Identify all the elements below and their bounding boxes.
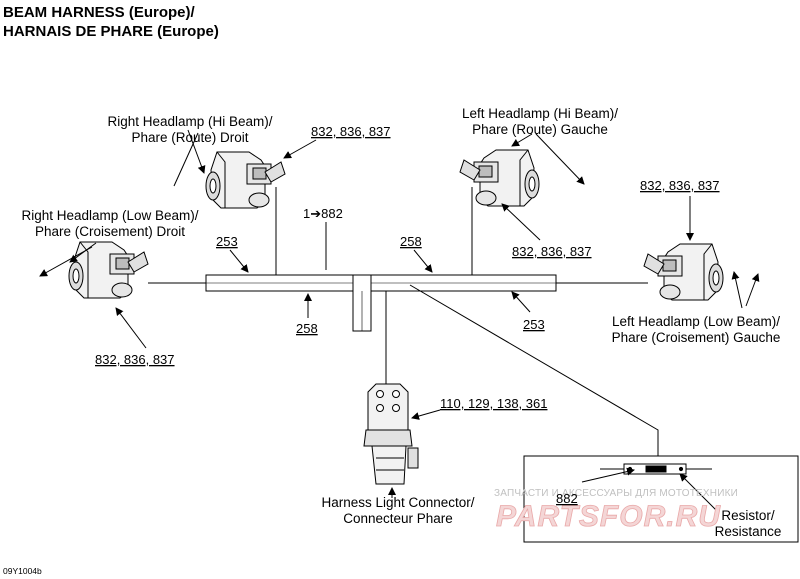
left-low-beam-label-line2: Phare (Croisement) Gauche	[612, 330, 781, 345]
right-low-beam-label-line1: Right Headlamp (Low Beam)/	[21, 208, 198, 223]
watermark-logo: PARTSFOR.RU	[496, 500, 721, 533]
left-hi-beam-parts: 832, 836, 837	[512, 244, 592, 259]
harness-ref-253-right: 253	[523, 317, 545, 332]
headlamp-icon	[68, 241, 149, 299]
diagram-title-line2: HARNAIS DE PHARE (Europe)	[3, 23, 219, 40]
harness-main-ref: 1➔882	[303, 206, 343, 221]
harness-ref-258-bottom: 258	[296, 321, 318, 336]
connector-label-line1: Harness Light Connector/	[321, 495, 474, 510]
right-hi-beam-label-line1: Right Headlamp (Hi Beam)/	[107, 114, 272, 129]
right-low-beam-label-line2: Phare (Croisement) Droit	[35, 224, 185, 239]
left-hi-beam-label-line2: Phare (Route) Gauche	[472, 122, 608, 137]
figure-code: 09Y1004b	[3, 566, 42, 576]
connector-plug-icon	[363, 383, 419, 485]
headlamp-icon	[643, 243, 724, 301]
headlamp-icon	[205, 151, 286, 209]
left-hi-beam-label-line1: Left Headlamp (Hi Beam)/	[462, 106, 618, 121]
leader-lines	[39, 129, 760, 511]
resistor-label-line2: Resistance	[715, 524, 782, 539]
right-hi-beam-parts: 832, 836, 837	[311, 124, 391, 139]
harness-ref-253-left: 253	[216, 234, 238, 249]
diagram-title-line1: BEAM HARNESS (Europe)/	[3, 4, 196, 21]
harness-body	[148, 187, 659, 456]
resistor-label-line1: Resistor/	[721, 508, 775, 523]
headlamp-icon	[459, 149, 540, 207]
resistor-parts: 882	[556, 491, 578, 506]
watermark-text: ЗАПЧАСТИ И АКСЕССУАРЫ ДЛЯ МОТОТЕХНИКИ	[494, 488, 738, 499]
left-low-beam-label-line1: Left Headlamp (Low Beam)/	[612, 314, 780, 329]
connector-parts: 110, 129, 138, 361	[440, 396, 547, 411]
resistor-icon	[645, 465, 667, 473]
connector-label-line2: Connecteur Phare	[343, 511, 453, 526]
harness-ref-258-top: 258	[400, 234, 422, 249]
left-low-beam-parts: 832, 836, 837	[640, 178, 720, 193]
right-hi-beam-label-line2: Phare (Route) Droit	[131, 130, 248, 145]
right-low-beam-parts: 832, 836, 837	[95, 352, 175, 367]
resistor-inset	[523, 455, 799, 543]
